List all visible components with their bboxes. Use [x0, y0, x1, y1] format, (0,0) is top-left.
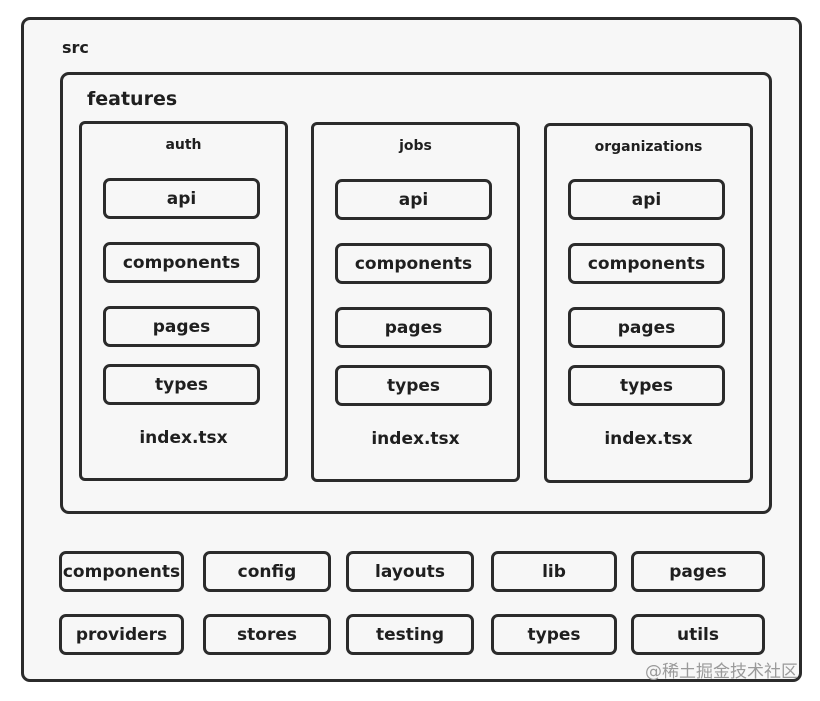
- organizations-types-folder: types: [568, 365, 725, 406]
- auth-module: [79, 121, 288, 481]
- organizations-components-folder: components: [568, 243, 725, 284]
- shared-components-folder: components: [59, 551, 184, 592]
- jobs-module: [311, 122, 520, 482]
- organizations-module-title: organizations: [594, 139, 703, 155]
- auth-pages-folder: pages: [103, 306, 260, 347]
- jobs-module-title: jobs: [399, 138, 432, 154]
- watermark-text: @稀土掘金技术社区: [645, 662, 798, 682]
- jobs-index-file: index.tsx: [371, 429, 460, 449]
- jobs-api-folder: api: [335, 179, 492, 220]
- organizations-api-folder: api: [568, 179, 725, 220]
- shared-testing-folder: testing: [346, 614, 474, 655]
- shared-config-folder: config: [203, 551, 331, 592]
- shared-stores-folder: stores: [203, 614, 331, 655]
- shared-types-folder: types: [491, 614, 617, 655]
- organizations-index-file: index.tsx: [604, 429, 693, 449]
- jobs-types-folder: types: [335, 365, 492, 406]
- shared-utils-folder: utils: [631, 614, 765, 655]
- shared-lib-folder: lib: [491, 551, 617, 592]
- jobs-components-folder: components: [335, 243, 492, 284]
- features-label: features: [87, 88, 178, 110]
- auth-types-folder: types: [103, 364, 260, 405]
- auth-api-folder: api: [103, 178, 260, 219]
- src-label: src: [62, 38, 89, 57]
- shared-providers-folder: providers: [59, 614, 184, 655]
- shared-pages-folder: pages: [631, 551, 765, 592]
- organizations-pages-folder: pages: [568, 307, 725, 348]
- auth-index-file: index.tsx: [139, 428, 228, 448]
- shared-layouts-folder: layouts: [346, 551, 474, 592]
- auth-module-title: auth: [165, 137, 202, 153]
- auth-components-folder: components: [103, 242, 260, 283]
- jobs-pages-folder: pages: [335, 307, 492, 348]
